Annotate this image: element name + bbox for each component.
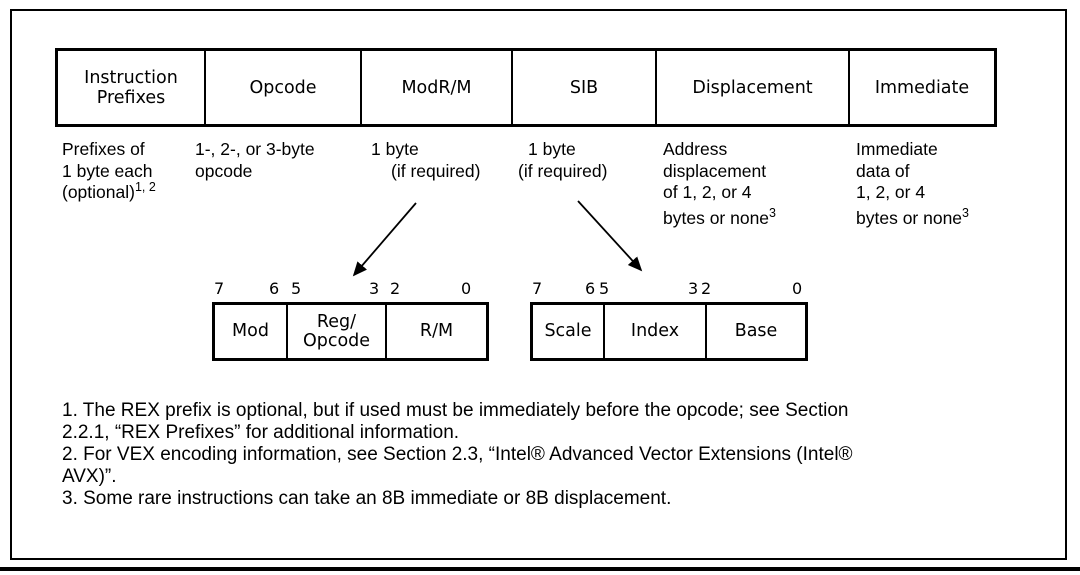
desc-line: 1, 2, or 4: [856, 182, 926, 202]
desc-line: Immediate: [856, 139, 938, 159]
modrm-byte-box: Mod Reg/ Opcode R/M: [212, 302, 489, 361]
footnote-2-line: AVX)”.: [62, 466, 117, 487]
footnote-1-line: 2.2.1, “REX Prefixes” for additional inf…: [62, 422, 460, 443]
desc-line: displacement: [663, 160, 767, 181]
desc-line: Address: [663, 139, 728, 159]
bit-label: 5: [291, 279, 302, 298]
modrm-cell-rm: R/M: [387, 305, 486, 358]
cell-opcode: Opcode: [206, 51, 362, 124]
cell-label: Mod: [232, 321, 269, 341]
desc-line: 1-, 2-, or 3-byte: [195, 139, 315, 159]
desc-line: data of: [856, 160, 910, 181]
sib-cell-base: Base: [707, 305, 805, 358]
bit-label: 3: [369, 279, 380, 298]
cell-label: Scale: [544, 321, 592, 341]
cell-label: Immediate: [874, 77, 970, 98]
cell-label: Index: [630, 321, 680, 341]
desc-text: bytes or none: [856, 207, 963, 228]
bit-label: 5: [599, 279, 610, 298]
cell-instruction-prefixes: Instruction Prefixes: [58, 51, 206, 124]
sib-cell-index: Index: [605, 305, 707, 358]
footnotes: 1. The REX prefix is optional, but if us…: [62, 400, 1052, 510]
modrm-cell-mod: Mod: [215, 305, 288, 358]
desc-line: (if required): [518, 160, 608, 181]
desc-line: (if required): [391, 160, 481, 181]
cell-modrm: ModR/M: [362, 51, 513, 124]
desc-line: opcode: [195, 160, 253, 181]
cell-immediate: Immediate: [850, 51, 994, 124]
bottom-rule: [0, 567, 1080, 571]
footnote-1-line: 1. The REX prefix is optional, but if us…: [62, 400, 849, 421]
desc-sib: 1 byte (if required): [518, 139, 607, 182]
bit-label: 7: [532, 279, 543, 298]
cell-label: Displacement: [692, 77, 813, 98]
cell-label: Opcode: [249, 77, 317, 98]
bit-label: 3: [688, 279, 699, 298]
bit-label: 2: [701, 279, 712, 298]
desc-line: 1 byte: [371, 139, 419, 159]
cell-displacement: Displacement: [657, 51, 850, 124]
footnote-ref: 3: [962, 205, 969, 220]
cell-sib: SIB: [513, 51, 657, 124]
instruction-format-table: Instruction Prefixes Opcode ModR/M SIB D…: [55, 48, 997, 127]
desc-text: bytes or none: [663, 207, 770, 228]
desc-text: (optional): [62, 182, 135, 202]
footnote-ref: 1, 2: [134, 180, 156, 195]
desc-line: bytes or none3: [856, 205, 969, 230]
figure-border: [10, 9, 1067, 560]
footnote-3-line: 3. Some rare instructions can take an 8B…: [62, 488, 672, 509]
bit-label: 2: [390, 279, 401, 298]
desc-opcode: 1-, 2-, or 3-byte opcode: [195, 139, 315, 182]
desc-line: of 1, 2, or 4: [663, 182, 752, 202]
desc-modrm: 1 byte (if required): [371, 139, 480, 182]
desc-line: bytes or none3: [663, 205, 776, 230]
footnote-ref: 3: [769, 205, 776, 220]
cell-label: Opcode: [302, 330, 371, 351]
cell-label: SIB: [569, 77, 599, 98]
sib-cell-scale: Scale: [533, 305, 605, 358]
modrm-cell-reg-opcode: Reg/ Opcode: [288, 305, 387, 358]
bit-label: 6: [585, 279, 596, 298]
bit-label: 7: [214, 279, 225, 298]
desc-line: Prefixes of: [62, 139, 145, 159]
desc-instruction-prefixes: Prefixes of 1 byte each (optional)1, 2: [62, 139, 156, 204]
bit-label: 6: [269, 279, 280, 298]
cell-label: Reg/: [316, 311, 357, 332]
cell-label: R/M: [419, 321, 454, 341]
desc-displacement: Address displacement of 1, 2, or 4 bytes…: [663, 139, 776, 229]
cell-label: ModR/M: [401, 77, 472, 98]
desc-line: (optional)1, 2: [62, 180, 156, 204]
desc-immediate: Immediate data of 1, 2, or 4 bytes or no…: [856, 139, 969, 229]
desc-line: 1 byte: [528, 139, 576, 159]
desc-line: 1 byte each: [62, 160, 153, 181]
sib-byte-box: Scale Index Base: [530, 302, 808, 361]
bit-label: 0: [792, 279, 803, 298]
cell-label: Instruction Prefixes: [84, 67, 178, 108]
bit-label: 0: [461, 279, 472, 298]
cell-label: Base: [734, 321, 778, 341]
footnote-2-line: 2. For VEX encoding information, see Sec…: [62, 444, 853, 465]
